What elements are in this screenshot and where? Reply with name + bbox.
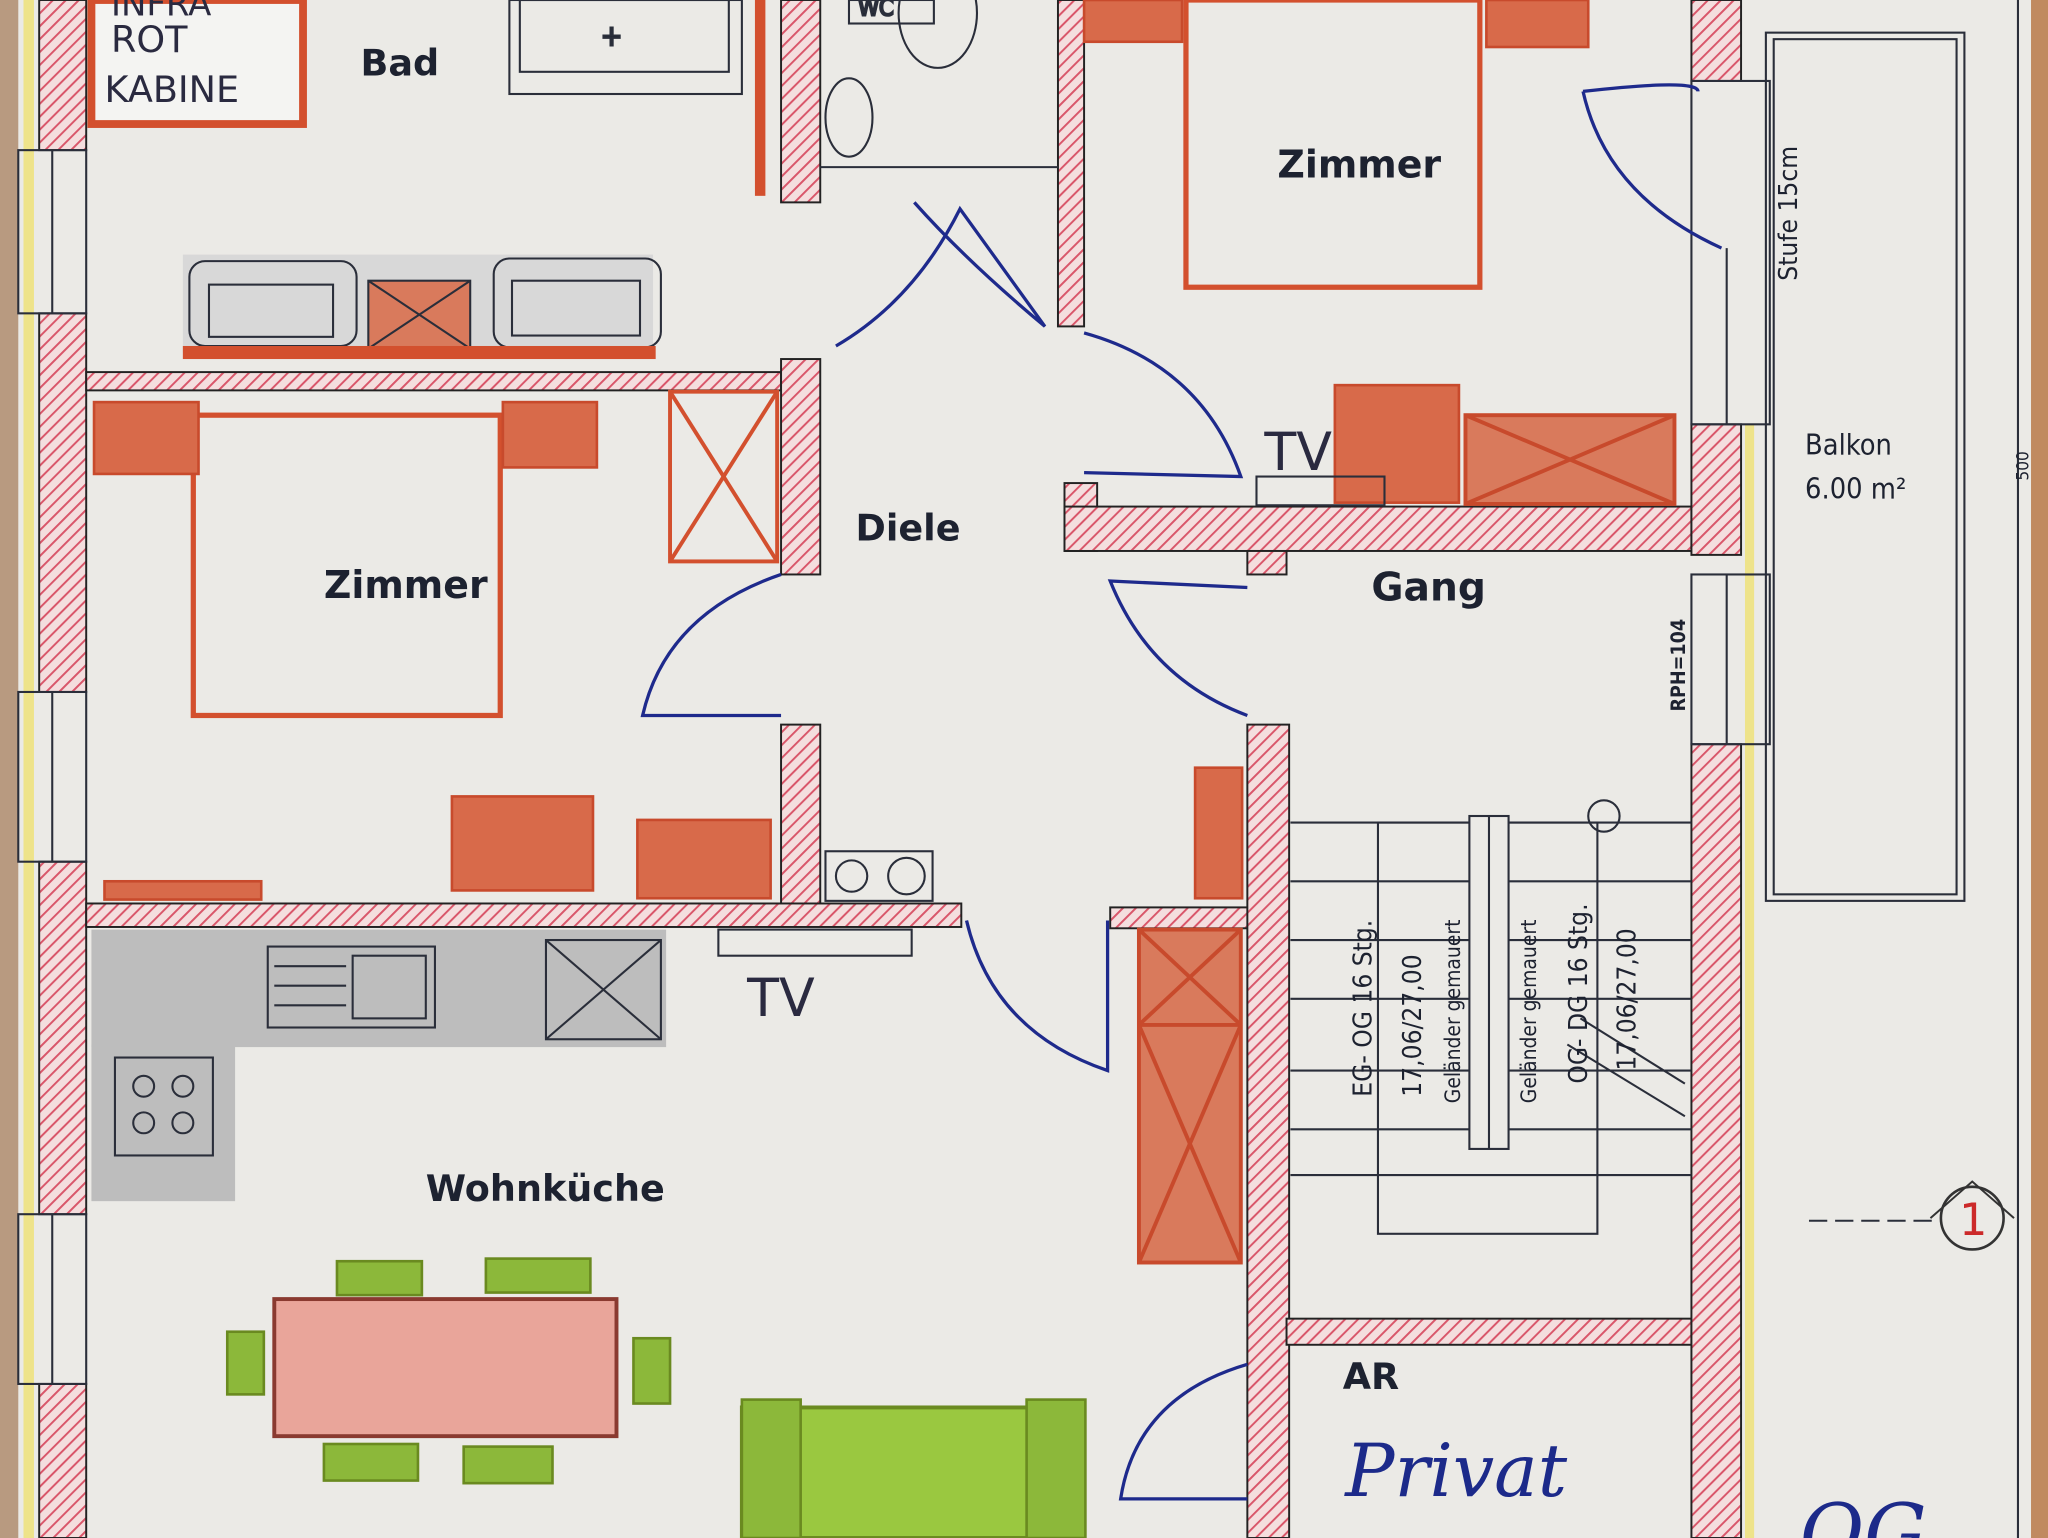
dresser-right bbox=[1463, 413, 1677, 506]
bag-left bbox=[450, 795, 595, 892]
wc-label: WC bbox=[858, 0, 894, 22]
room-label-ar: AR bbox=[1343, 1355, 1399, 1398]
infrarot-label-1: INFRA bbox=[111, 0, 211, 25]
rph-label: RPH=104 bbox=[1667, 619, 1690, 712]
frame-edge-left bbox=[0, 0, 19, 1538]
dimension-label: 500 bbox=[2013, 451, 2033, 480]
room-label-wohnkueche: Wohnküche bbox=[426, 1167, 665, 1210]
room-label-bad: Bad bbox=[360, 42, 439, 85]
section-marker: 1 bbox=[1808, 1180, 2015, 1251]
staircase bbox=[1290, 799, 1692, 1235]
stair-flight2-dims: 17,06/27,00 bbox=[1612, 928, 1642, 1070]
tv-stand-right bbox=[1255, 475, 1386, 507]
railing-label-2: Geländer gemauert bbox=[1517, 920, 1541, 1104]
room-label-zimmer-right: Zimmer bbox=[1277, 143, 1441, 187]
infrarot-label-2: ROT bbox=[111, 18, 188, 61]
sofa bbox=[739, 1398, 1087, 1538]
wardrobe-left bbox=[668, 389, 780, 564]
sinks bbox=[182, 257, 662, 360]
frame-edge-right bbox=[2031, 0, 2048, 1538]
railing-label-1: Geländer gemauert bbox=[1441, 920, 1465, 1104]
bag-right bbox=[1333, 383, 1461, 504]
stair-flight2-label: OG- DG 16 Stg. bbox=[1564, 903, 1594, 1083]
infrarot-label-3: KABINE bbox=[104, 68, 239, 111]
stove-diele bbox=[824, 850, 934, 902]
windows bbox=[17, 79, 1771, 1385]
room-label-gang: Gang bbox=[1371, 566, 1485, 611]
kitchen-fixtures bbox=[113, 928, 913, 1157]
privat-handwriting: Privat bbox=[1343, 1429, 1567, 1514]
walls bbox=[23, 0, 1755, 1538]
infrared-cabin bbox=[87, 0, 307, 128]
room-label-zimmer-left: Zimmer bbox=[324, 563, 488, 607]
room-label-balkon: Balkon bbox=[1805, 427, 1892, 461]
step-height-label: Stufe 15cm bbox=[1774, 146, 1804, 281]
wardrobe-kitchen bbox=[1136, 927, 1243, 1265]
dining-table bbox=[225, 1257, 672, 1485]
bathtub: + bbox=[508, 0, 743, 96]
room-label-diele: Diele bbox=[856, 507, 961, 550]
desk-left bbox=[636, 818, 772, 900]
balkon-area: 6.00 m² bbox=[1805, 472, 1906, 506]
bed-left bbox=[92, 400, 599, 719]
section-marker-number: 1 bbox=[1959, 1195, 1987, 1246]
radiator-left bbox=[103, 879, 263, 901]
stair-flight1-label: EG- OG 16 Stg. bbox=[1348, 920, 1378, 1097]
tv-label-upper: TV bbox=[1263, 423, 1332, 483]
tv-label-lower: TV bbox=[746, 969, 815, 1029]
balcony bbox=[1764, 0, 2020, 1538]
svg-text:+: + bbox=[601, 19, 623, 53]
og-handwriting-partial: OG bbox=[1800, 1488, 1927, 1538]
doors bbox=[640, 83, 1723, 1501]
bed-right bbox=[1082, 0, 1590, 290]
toilet: WC bbox=[820, 0, 1058, 169]
stair-flight1-dims: 17,06/27,00 bbox=[1398, 954, 1428, 1096]
shoe-cabinet bbox=[1193, 766, 1244, 900]
